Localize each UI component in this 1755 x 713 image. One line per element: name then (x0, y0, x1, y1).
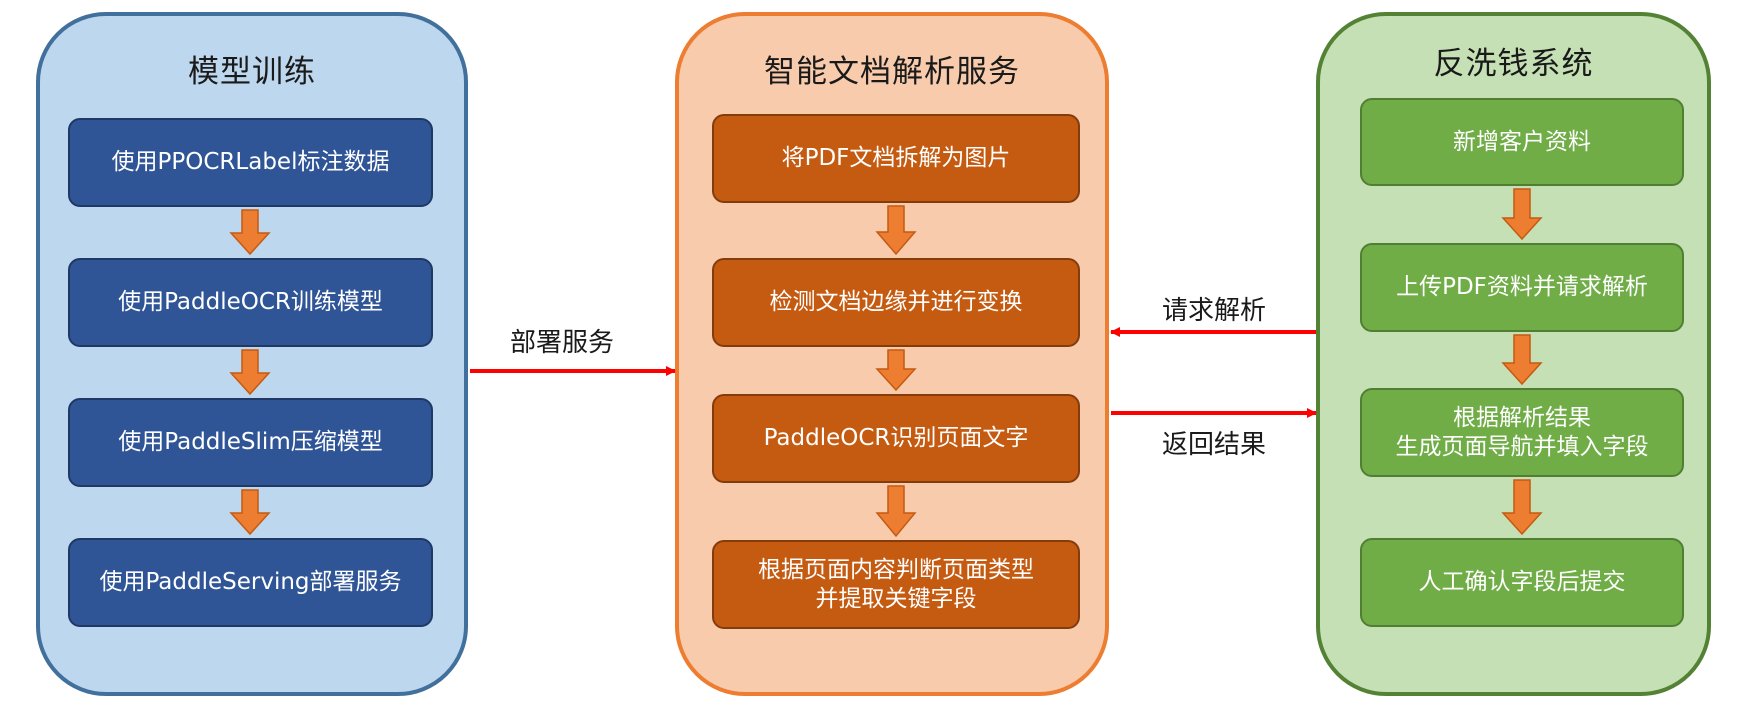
down-arrow-icon (875, 349, 917, 392)
down-arrow-icon (229, 489, 271, 536)
down-arrow-icon (1501, 334, 1543, 386)
down-arrow-icon (229, 349, 271, 396)
aml-step-2: 上传PDF资料并请求解析 (1360, 243, 1684, 332)
down-arrow-icon (875, 485, 917, 538)
parsing-step-2: 检测文档边缘并进行变换 (712, 258, 1080, 347)
parsing-step-arrows (875, 205, 917, 538)
aml-step-3: 根据解析结果 生成页面导航并填入字段 (1360, 388, 1684, 477)
request-parse-label: 请求解析 (1162, 296, 1267, 326)
anti-money-laundering-title: 反洗钱系统 (1433, 46, 1594, 82)
parsing-step-3: PaddleOCR识别页面文字 (712, 394, 1080, 483)
training-step-3: 使用PaddleSlim压缩模型 (68, 398, 433, 487)
aml-step-arrows (1501, 188, 1543, 536)
down-arrow-icon (875, 205, 917, 256)
down-arrow-icon (1501, 188, 1543, 241)
aml-step-4: 人工确认字段后提交 (1360, 538, 1684, 627)
down-arrow-icon (1501, 479, 1543, 536)
return-result-label: 返回结果 (1162, 430, 1267, 460)
parsing-step-1: 将PDF文档拆解为图片 (712, 114, 1080, 203)
training-step-4: 使用PaddleServing部署服务 (68, 538, 433, 627)
down-arrow-icon (229, 209, 271, 256)
training-step-1: 使用PPOCRLabel标注数据 (68, 118, 433, 207)
training-step-2: 使用PaddleOCR训练模型 (68, 258, 433, 347)
training-step-arrows (229, 209, 271, 536)
model-training-title: 模型训练 (188, 54, 316, 90)
document-parsing-title: 智能文档解析服务 (764, 54, 1020, 90)
parsing-step-4: 根据页面内容判断页面类型 并提取关键字段 (712, 540, 1080, 629)
aml-step-1: 新增客户资料 (1360, 98, 1684, 186)
deploy-service-label: 部署服务 (510, 328, 615, 358)
